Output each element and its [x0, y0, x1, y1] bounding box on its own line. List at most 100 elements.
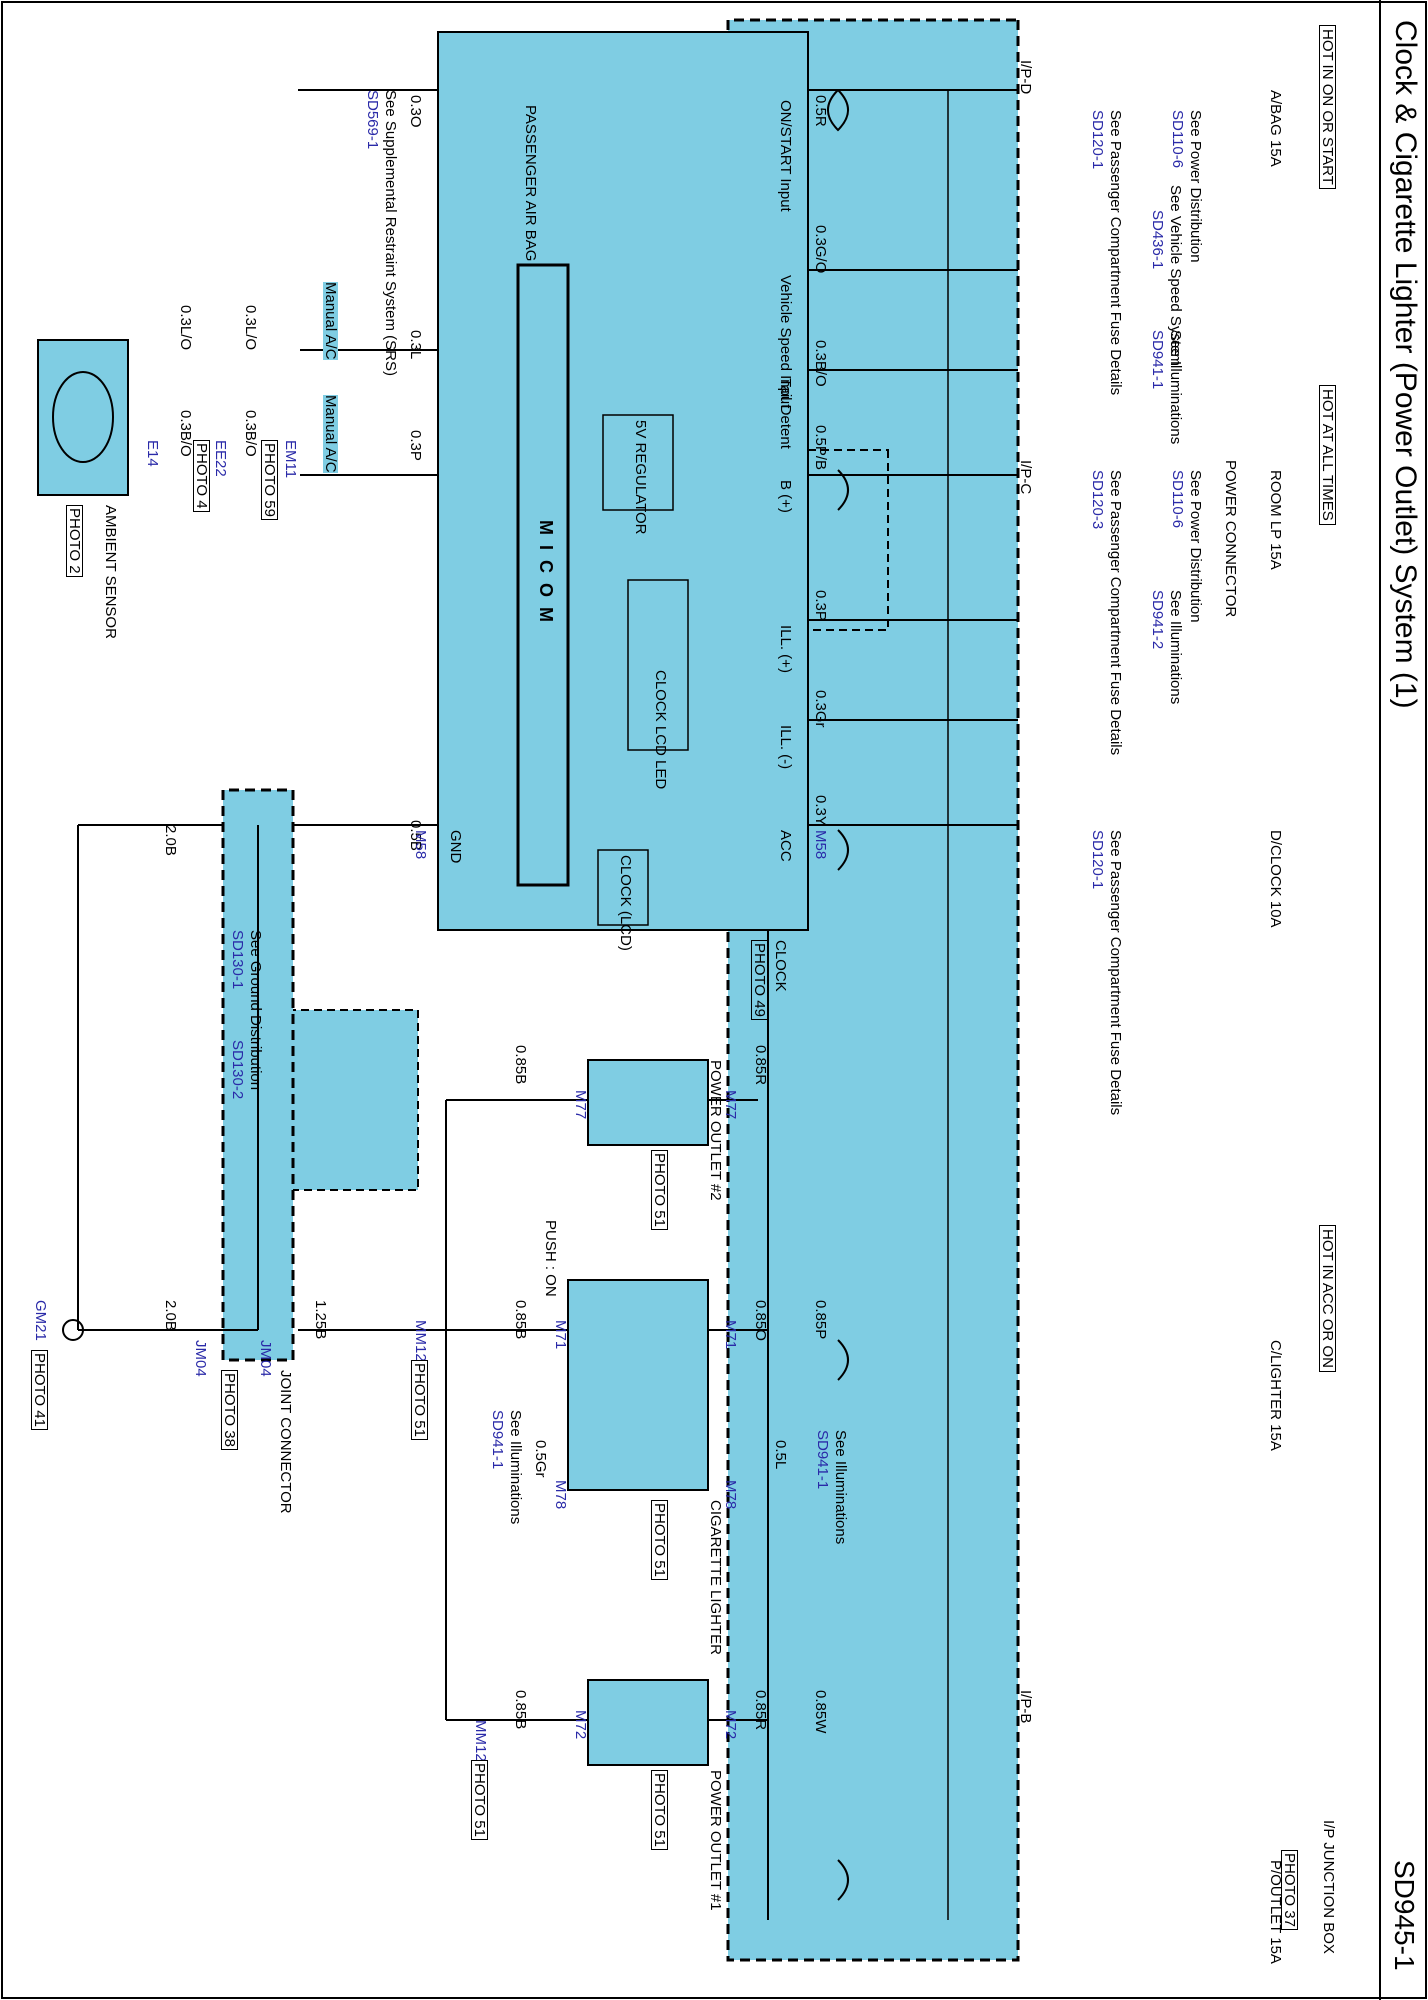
wire-25: 0.85B [512, 1690, 529, 1730]
fuse-clighter [837, 1339, 849, 1381]
conn-m58-gnd: M58 [412, 830, 429, 860]
conn-ee22: EE22 [212, 440, 229, 477]
section-hot-all-times: HOT AT ALL TIMES [1319, 385, 1336, 525]
ref-code-1: SD110-6 [1169, 110, 1186, 169]
ref-ground: See Ground Distribution [247, 930, 264, 1091]
manual-ac-1: Manual A/C [322, 282, 339, 360]
fuse-dclock-label: D/CLOCK 10A [1267, 830, 1284, 928]
power-connector-label: POWER CONNECTOR [1222, 460, 1239, 618]
wire-28: 0.5Gr [532, 1440, 549, 1478]
power-outlet-1 [587, 1679, 709, 1766]
ref-illum-1: See Illuminations [1167, 330, 1184, 445]
ref-code-12: SD569-1 [364, 90, 381, 150]
pin-tail: Tail Detent [777, 378, 794, 449]
ref-code-3: SD120-1 [1089, 110, 1106, 170]
ref-illum-4: See Illuminations [507, 1410, 524, 1525]
ref-srs: See Supplemental Restraint System (SRS) [382, 90, 399, 376]
clock-photo: PHOTO 49 [751, 940, 768, 1020]
conn-m72-2: M72 [572, 1710, 589, 1740]
push-on-label: PUSH : ON [542, 1220, 559, 1297]
section-hot-on-start: HOT IN ON OR START [1319, 25, 1336, 189]
page-code: SD945-1 [1389, 1860, 1420, 1971]
wire-26: 0.85B [512, 1300, 529, 1340]
conn-m78-1: M78 [722, 1480, 739, 1510]
outlet-1-label: POWER OUTLET #1 [707, 1770, 724, 1911]
section-hot-acc-on: HOT IN ACC OR ON [1319, 1225, 1336, 1372]
photo-51-c: PHOTO 51 [651, 1770, 668, 1850]
outlet-wires [298, 1099, 768, 1721]
manual-ac-2: Manual A/C [322, 395, 339, 473]
fuse-abag [827, 89, 849, 132]
conn-ipd: I/P-D [1017, 60, 1034, 95]
wire-13: 0.3B/O [242, 410, 259, 457]
ref-power-dist-2: See Power Distribution [1187, 470, 1204, 623]
ref-code-9: SD941-2 [1149, 590, 1166, 650]
wire-12: 0.3L/O [242, 305, 259, 351]
outlet-2-label: POWER OUTLET #2 [707, 1060, 724, 1201]
ambient-sensor [37, 339, 129, 496]
junction-box-name: I/P JUNCTION BOX [1320, 1820, 1337, 1954]
wire-2: 0.3G/O [812, 225, 829, 274]
sensor-element [52, 371, 114, 463]
ref-code-13: SD130-1 [229, 930, 246, 990]
wire-1: 0.5R [812, 95, 829, 127]
ref-code-5: SD120-1 [1089, 830, 1106, 890]
conn-e14: E14 [144, 440, 161, 467]
regulator-block [602, 414, 674, 511]
pin-acc: ACC [777, 830, 794, 862]
conn-jm04-2: JM04 [192, 1340, 209, 1377]
conn-m71-1: M71 [722, 1320, 739, 1350]
photo-2: PHOTO 2 [66, 505, 83, 577]
wire-23: 0.85W [812, 1690, 829, 1734]
wire-5: 0.3P [812, 590, 829, 621]
ref-code-8: SD941-1 [1149, 330, 1166, 390]
wire-27: 0.5L [772, 1440, 789, 1470]
display-label: CLOCK LCD LED [652, 670, 669, 790]
conn-mm12-1: MM12 [412, 1320, 429, 1362]
display-block [627, 579, 689, 751]
wire-16: 2.0B [162, 825, 179, 856]
conn-em11: EM11 [282, 440, 299, 479]
joint-connector-label: JOINT CONNECTOR [277, 1370, 294, 1514]
photo-41: PHOTO 41 [31, 1350, 48, 1430]
pin-on-start: ON/START Input [777, 100, 794, 212]
junction-box-tab [272, 1009, 419, 1191]
conn-m77-2: M77 [572, 1090, 589, 1120]
photo-51-d: PHOTO 51 [411, 1360, 428, 1440]
wire-10: 0.3L [407, 330, 424, 360]
lighter-label: CIGARETTE LIGHTER [707, 1500, 724, 1656]
pin-b-plus: B (+) [777, 480, 794, 513]
wire-19: 0.85B [512, 1045, 529, 1085]
ref-code-2: SD110-6 [1169, 470, 1186, 529]
ref-code-4: SD120-3 [1089, 470, 1106, 530]
photo-51-a: PHOTO 51 [651, 1150, 668, 1230]
conn-gm21: GM21 [32, 1300, 49, 1341]
ground-wires [62, 824, 259, 1341]
ref-fuse-3: See Passenger Compartment Fuse Details [1107, 830, 1124, 1116]
fuse-poutlet [837, 1859, 849, 1901]
micom-block [516, 263, 570, 887]
fuses [827, 89, 849, 1901]
pin-gnd: GND [447, 830, 464, 864]
fuse-clighter-label: C/LIGHTER 15A [1267, 1340, 1284, 1451]
ref-code-11: SD941-1 [489, 1410, 506, 1470]
lcd-block [597, 849, 649, 926]
photo-51-b: PHOTO 51 [651, 1500, 668, 1580]
conn-ipb: I/P-B [1017, 1690, 1034, 1724]
lcd-label: CLOCK (LCD) [617, 855, 634, 951]
wire-6: 0.3Gr [812, 690, 829, 728]
regulator-label: 5V REGULATOR [632, 420, 649, 535]
wire-9: 0.3O [407, 95, 424, 128]
fuse-poutlet-label: P/OUTLET 15A [1267, 1860, 1284, 1964]
wire-14: 0.3L/O [177, 305, 194, 351]
wire-22: 0.85P [812, 1300, 829, 1340]
wire-11: 0.3P [407, 430, 424, 461]
airbag-label: PASSENGER AIR BAG [522, 105, 539, 262]
fuse-room-lp [837, 469, 849, 511]
micom-label: MICOM [536, 520, 556, 632]
wire-20: 0.85R [752, 1045, 769, 1086]
